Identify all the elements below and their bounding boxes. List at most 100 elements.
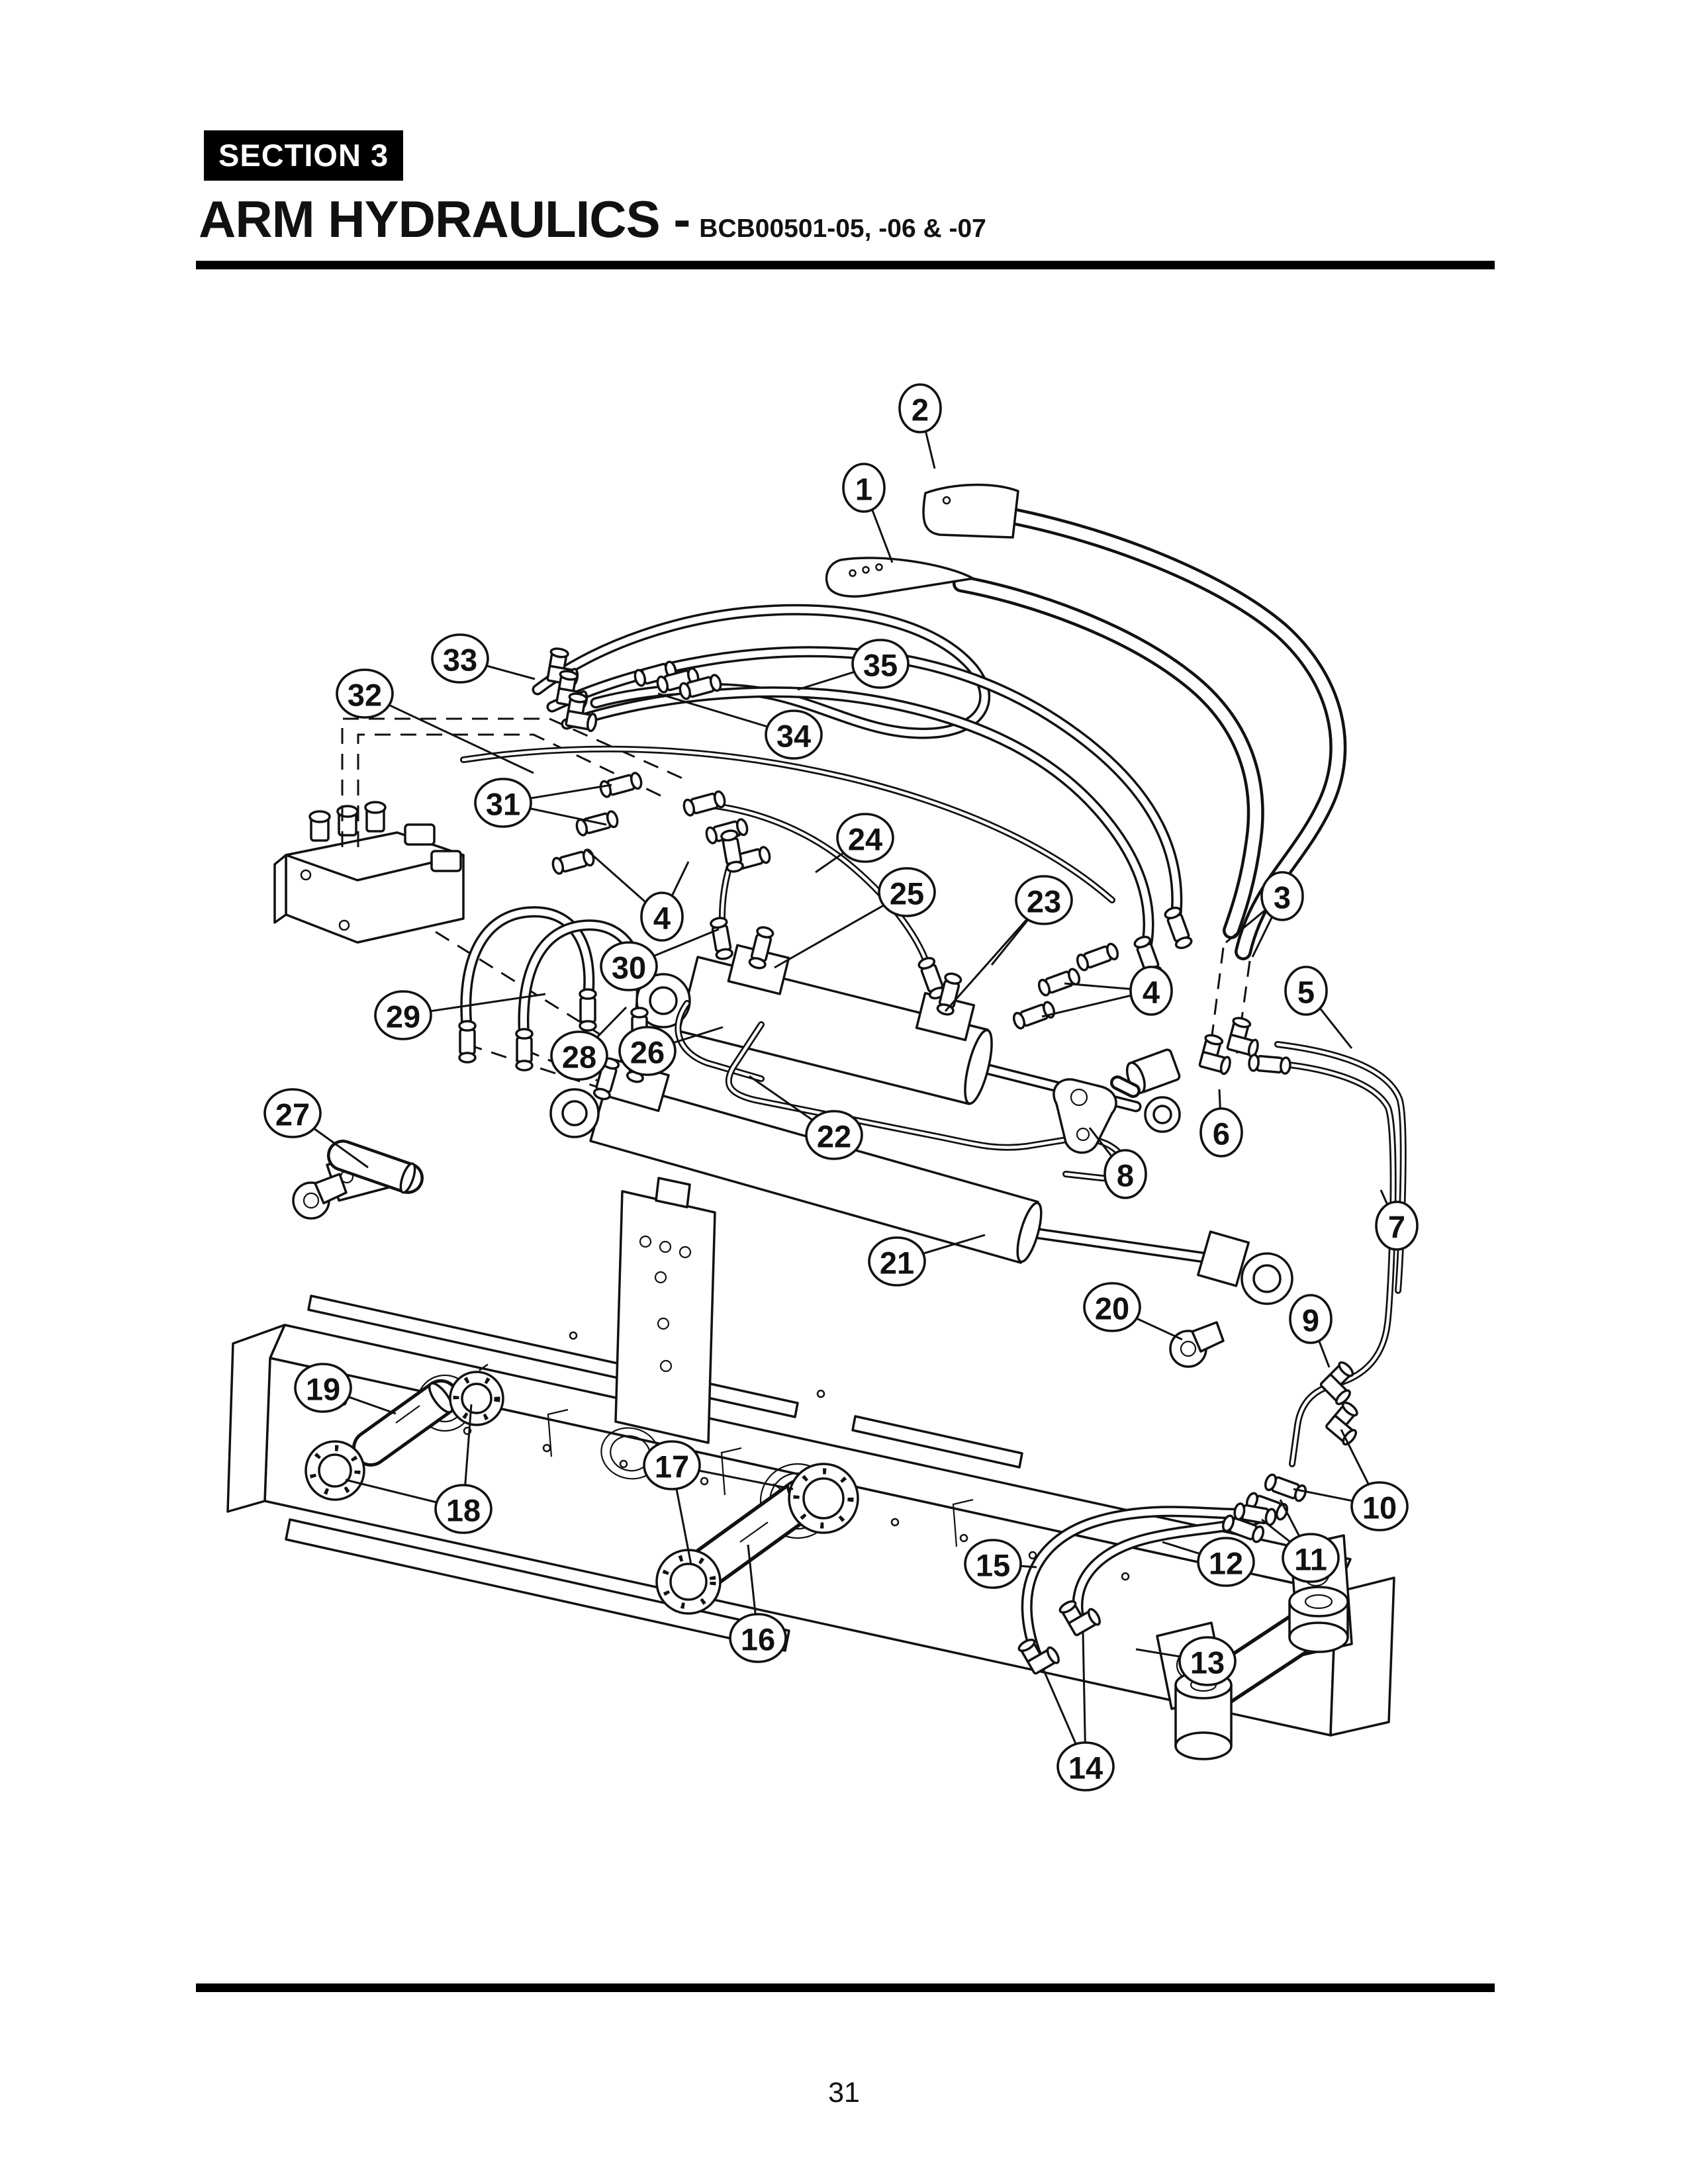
callout-balloon — [1083, 1282, 1141, 1332]
callout-number: 35 — [863, 648, 898, 683]
callout-balloon — [878, 867, 936, 917]
callout-leader-line — [530, 784, 612, 799]
callout-leader-line — [1225, 909, 1266, 944]
bushing-18b — [305, 1440, 365, 1501]
callout-14: 14 — [1042, 1631, 1115, 1792]
callout-number: 29 — [386, 999, 420, 1034]
callout-balloon — [1375, 1201, 1419, 1251]
callout-balloon — [434, 1484, 492, 1534]
callout-leader-line — [1082, 1631, 1086, 1743]
callout-29: 29 — [374, 990, 546, 1040]
callout-24: 24 — [815, 813, 894, 874]
callout-13: 13 — [1135, 1636, 1237, 1686]
callout-leader-line — [586, 848, 647, 903]
callout-number: 32 — [348, 678, 382, 713]
callout-15: 15 — [964, 1539, 1037, 1589]
callout-6: 6 — [1199, 1089, 1243, 1158]
callout-leader-line — [1380, 1189, 1389, 1205]
callout-number: 25 — [890, 876, 924, 911]
callout-leader-line — [749, 1075, 814, 1121]
callout-35: 35 — [797, 639, 910, 691]
callout-number: 14 — [1068, 1751, 1103, 1786]
hose-2-end-tab — [922, 483, 1019, 539]
callout-balloon — [805, 1110, 863, 1160]
callout-leader-line — [657, 692, 768, 728]
callout-18: 18 — [345, 1404, 492, 1534]
callout-balloon — [964, 1539, 1022, 1589]
callout-number: 9 — [1302, 1303, 1319, 1338]
bushing-17b — [655, 1549, 722, 1615]
callout-balloon — [1199, 1107, 1243, 1158]
callout-leader-line — [596, 1006, 628, 1038]
callout-number: 21 — [880, 1246, 914, 1281]
callout-leader-line — [1136, 1317, 1183, 1341]
callout-leader-line — [430, 993, 546, 1013]
callout-16: 16 — [729, 1544, 787, 1663]
callout-number: 1 — [855, 472, 872, 507]
callout-balloon — [643, 1440, 701, 1490]
callout-balloon — [294, 1363, 352, 1413]
callout-leader-line — [871, 509, 894, 563]
callout-number: 31 — [486, 787, 520, 822]
callout-number: 8 — [1117, 1158, 1134, 1193]
callout-23: 23 — [944, 875, 1073, 1012]
callout-number: 10 — [1362, 1490, 1397, 1525]
callout-balloon — [374, 990, 432, 1040]
callout-25: 25 — [774, 867, 936, 969]
callout-30: 30 — [600, 928, 720, 991]
callout-22: 22 — [749, 1075, 863, 1160]
cylinder-upper — [635, 855, 1181, 1178]
callout-balloon — [1350, 1481, 1409, 1531]
callout-4: 4 — [586, 848, 690, 942]
callout-leader-line — [1319, 1007, 1353, 1049]
callout-balloon — [1260, 871, 1304, 921]
callout-balloon — [618, 1026, 677, 1076]
callout-21: 21 — [868, 1234, 986, 1287]
callout-number: 5 — [1297, 975, 1315, 1010]
callout-balloon — [263, 1088, 322, 1138]
callout-17: 17 — [643, 1440, 794, 1565]
beam-mast-tab — [655, 1177, 691, 1208]
callout-leader-line — [1279, 1499, 1301, 1537]
section-badge: SECTION 3 — [204, 130, 404, 181]
callout-number: 28 — [562, 1040, 596, 1075]
callout-20: 20 — [1083, 1282, 1183, 1341]
callout-number: 27 — [275, 1097, 310, 1132]
callout-number: 4 — [1143, 975, 1160, 1010]
callout-balloon — [836, 813, 894, 863]
callout-balloon — [431, 633, 489, 684]
callout-leader-line — [990, 919, 1029, 966]
callout-balloon — [1289, 1294, 1333, 1344]
bushing-17a — [788, 1463, 859, 1534]
callout-leader-line — [1042, 1668, 1077, 1745]
hose-bundle — [463, 610, 1177, 972]
callout-number: 6 — [1213, 1116, 1230, 1152]
bushing-18a — [449, 1371, 504, 1426]
callout-leader-line — [653, 928, 720, 957]
callout-number: 4 — [653, 901, 671, 936]
callout-4: 4 — [1041, 966, 1173, 1018]
callout-balloon — [336, 668, 394, 719]
callout-number: 26 — [630, 1035, 665, 1070]
callout-31: 31 — [474, 778, 612, 828]
callout-number: 24 — [848, 822, 882, 857]
callout-number: 13 — [1190, 1645, 1225, 1680]
callout-number: 18 — [446, 1493, 481, 1528]
link-plate-8 — [1053, 1048, 1181, 1154]
callout-balloon — [1197, 1537, 1255, 1587]
callout-12: 12 — [1162, 1537, 1255, 1587]
callout-balloon — [851, 639, 910, 689]
callout-balloon — [1103, 1149, 1147, 1199]
callout-leader-line — [1261, 1518, 1291, 1543]
page-number: 31 — [828, 2077, 860, 2109]
callout-balloon — [1284, 966, 1328, 1016]
callout-leader-line — [797, 670, 855, 691]
callout-number: 23 — [1027, 884, 1061, 919]
callout-balloon — [1282, 1533, 1340, 1583]
callout-leader-line — [747, 1544, 757, 1615]
callout-leader-line — [944, 918, 1028, 1012]
callout-balloon — [474, 778, 532, 828]
callout-number: 33 — [443, 643, 477, 678]
